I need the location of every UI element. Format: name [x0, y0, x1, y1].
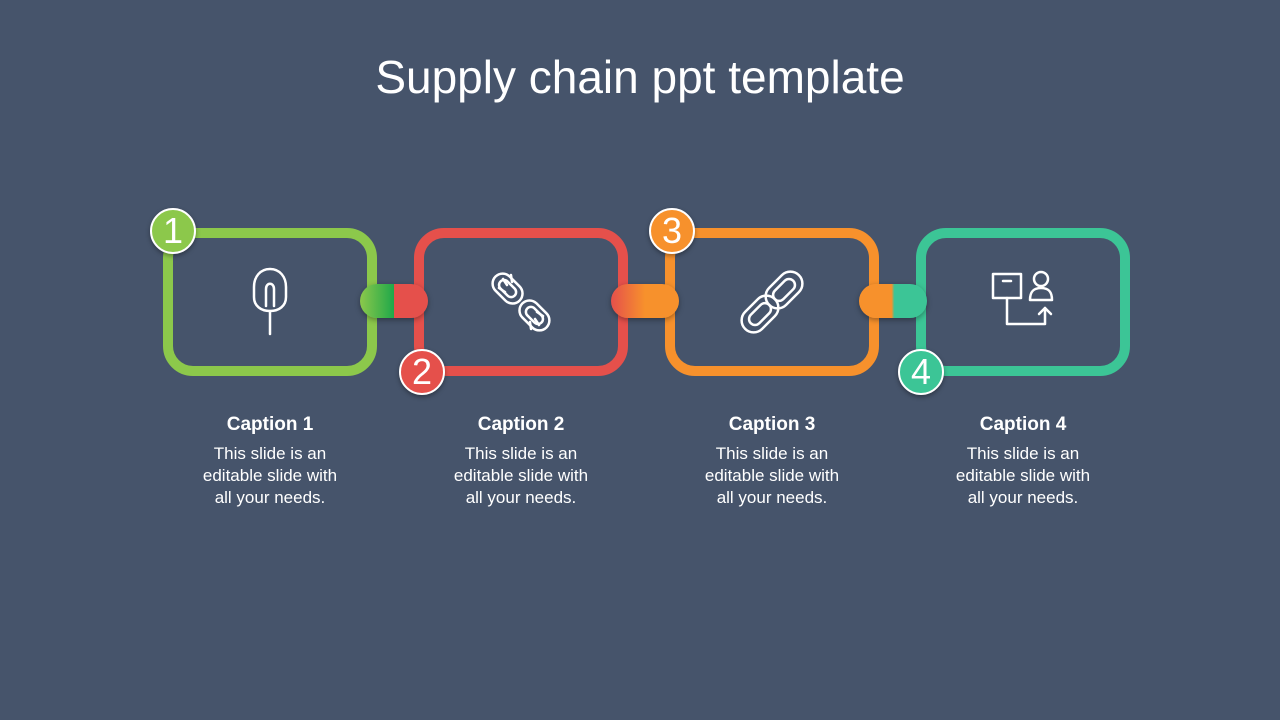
- step-2-caption-block: Caption 2 This slide is an editable slid…: [414, 414, 628, 509]
- caption-line: all your needs.: [716, 488, 828, 507]
- step-2-number-badge: 2: [399, 349, 445, 395]
- pushpin-icon: [252, 267, 288, 336]
- chain-link-icon: [740, 270, 804, 334]
- caption-line: This slide is an: [966, 444, 1080, 463]
- step-1-icon-wrap: [163, 262, 377, 342]
- box-delivery-person-icon: [991, 270, 1054, 326]
- caption-line: all your needs.: [214, 488, 326, 507]
- step-1-caption-title: Caption 1: [226, 414, 314, 435]
- slide-title: Supply chain ppt template: [375, 51, 905, 103]
- step-4-caption-block: Caption 4 This slide is an editable slid…: [916, 414, 1130, 509]
- caption-line: This slide is an: [464, 444, 578, 463]
- caption-line: editable slide with: [704, 466, 840, 485]
- caption-line: This slide is an: [213, 444, 327, 463]
- step-3-caption-block: Caption 3 This slide is an editable slid…: [665, 414, 879, 509]
- step-2-caption-text: This slide is an editable slide with all…: [414, 443, 628, 509]
- step-2-caption-title: Caption 2: [477, 414, 565, 435]
- step-3-icon-wrap: [665, 262, 879, 342]
- step-1-caption-text: This slide is an editable slide with all…: [163, 443, 377, 509]
- connector-1-2: [360, 284, 428, 318]
- step-1-number-badge: 1: [150, 208, 196, 254]
- step-4-caption-text: This slide is an editable slide with all…: [916, 443, 1130, 509]
- step-2-icon-wrap: [414, 262, 628, 342]
- step-3-number-badge: 3: [649, 208, 695, 254]
- step-3-caption-text: This slide is an editable slide with all…: [665, 443, 879, 509]
- broken-link-icon: [491, 272, 551, 332]
- caption-line: This slide is an: [715, 444, 829, 463]
- caption-line: all your needs.: [465, 488, 577, 507]
- step-4-number-badge: 4: [898, 349, 944, 395]
- connector-3-4: [859, 284, 927, 318]
- step-4-caption-title: Caption 4: [979, 414, 1067, 435]
- caption-line: editable slide with: [453, 466, 589, 485]
- connector-2-3: [611, 284, 679, 318]
- step-4-icon-wrap: [916, 262, 1130, 342]
- step-3-caption-title: Caption 3: [728, 414, 816, 435]
- caption-line: all your needs.: [967, 488, 1079, 507]
- caption-line: editable slide with: [202, 466, 338, 485]
- caption-line: editable slide with: [955, 466, 1091, 485]
- step-1-caption-block: Caption 1 This slide is an editable slid…: [163, 414, 377, 509]
